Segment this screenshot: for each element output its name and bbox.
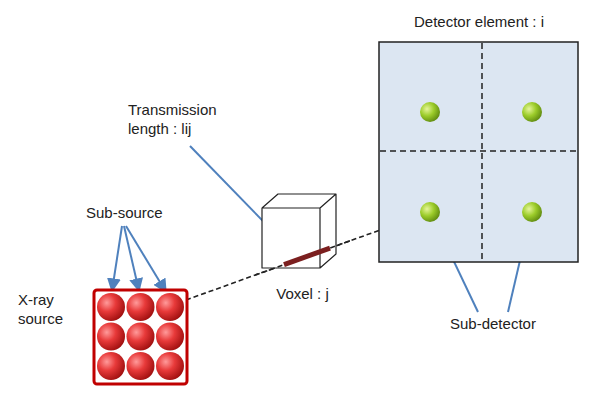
x-ray-source: X-ray source <box>14 286 190 388</box>
source-label: X-ray source <box>18 290 82 328</box>
callout-label: Sub-source <box>86 203 176 222</box>
callout-label: Sub-detector <box>450 314 560 333</box>
sub-detector-ball <box>522 102 542 122</box>
sub-detector-ball <box>522 202 542 222</box>
detector-label: Detector element : i <box>378 12 580 31</box>
sub-source-ball <box>127 323 155 351</box>
voxel: Voxel : j <box>255 188 350 310</box>
sub-source-ball <box>127 352 155 380</box>
sub-source-ball <box>97 293 125 321</box>
sub-source-ball <box>156 352 184 380</box>
leader-arrow <box>126 226 166 292</box>
callout-label: Transmission length : lij <box>128 100 224 138</box>
sub-source-ball <box>127 293 155 321</box>
sub-detector-ball <box>420 202 440 222</box>
sub-source-ball <box>97 323 125 351</box>
leader-arrow <box>112 226 122 291</box>
source-box <box>94 290 187 384</box>
sub-source-ball <box>156 293 184 321</box>
detector-element-shape <box>378 10 580 264</box>
subdivision-line <box>380 150 577 152</box>
detector-element: Detector element : i <box>378 10 580 264</box>
sub-source-ball <box>156 323 184 351</box>
transmission-segment <box>284 248 330 265</box>
subdivision-line <box>481 43 483 261</box>
voxel-label: Voxel : j <box>255 284 350 303</box>
ray-line <box>255 241 350 275</box>
sub-detector-ball <box>420 102 440 122</box>
sub-source-ball <box>97 352 125 380</box>
voxel-cube <box>262 194 336 268</box>
detector-panel <box>379 42 578 262</box>
